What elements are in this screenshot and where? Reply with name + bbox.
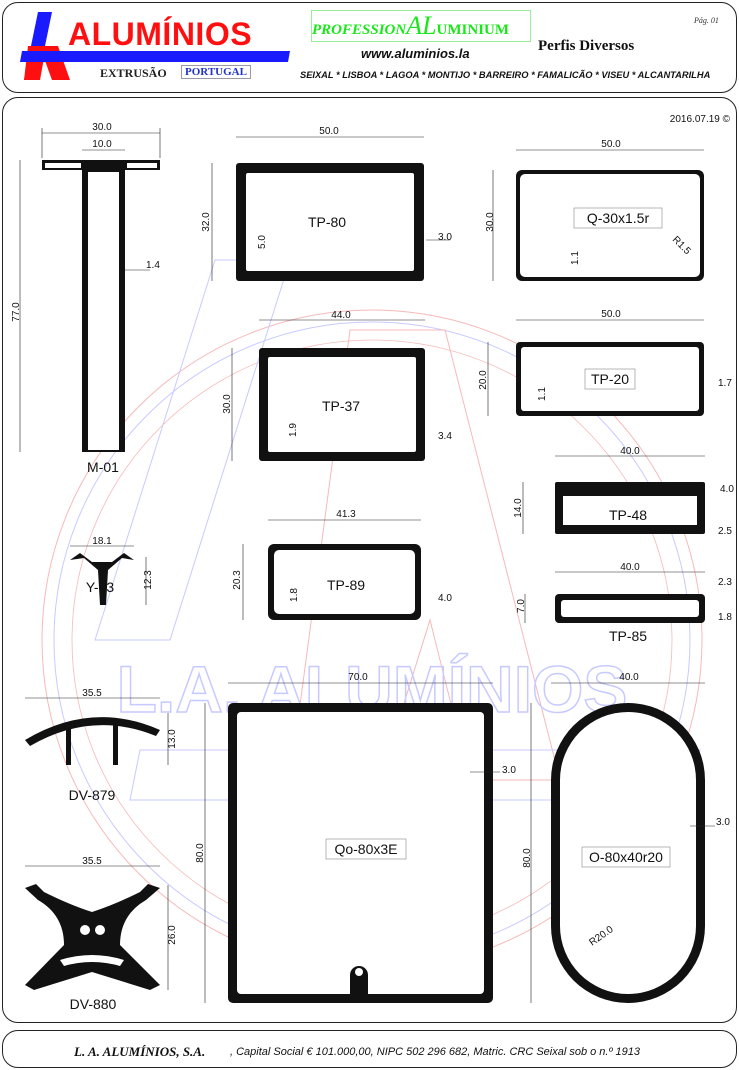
dim-height: 7.0 <box>516 599 527 613</box>
profile-qo80: 70.0 80.0 3.0 Qo-80x3E <box>195 672 516 1003</box>
dim-width: 40.0 <box>619 672 639 683</box>
dim-thickness: 3.0 <box>502 765 516 776</box>
profile-o80: 40.0 80.0 3.0 R20.0 O-80x40r20 <box>522 672 730 1003</box>
footer-details: , Capital Social € 101.000,00, NIPC 502 … <box>230 1046 641 1058</box>
dim-width: 35.5 <box>82 688 102 699</box>
dim-wall: 2.5 <box>718 526 732 537</box>
logo-subtitle: EXTRUSÃO <box>100 66 167 80</box>
dim-top-wall: 2.3 <box>718 577 732 588</box>
page-title: Perfis Diversos <box>538 38 635 54</box>
dim-height: 80.0 <box>195 843 206 863</box>
dim-inner: 10.0 <box>92 139 112 150</box>
dim-height: 77.0 <box>11 302 22 322</box>
dim-thickness: 1.4 <box>146 260 160 271</box>
profile-label: M-01 <box>87 459 119 475</box>
dim-width: 30.0 <box>92 122 112 133</box>
dim-wall: 1.8 <box>718 612 732 623</box>
drawing-date: 2016.07.19 © <box>670 114 731 125</box>
dim-height: 20.3 <box>232 570 243 590</box>
dim-height: 12.3 <box>143 570 154 590</box>
cities-list: SEIXAL * LISBOA * LAGOA * MONTIJO * BARR… <box>300 70 711 80</box>
dim-height: 80.0 <box>522 848 533 868</box>
profile-tp85: 40.0 7.0 2.3 1.8 TP-85 <box>516 562 732 644</box>
website-link[interactable]: www.aluminios.la <box>361 46 470 61</box>
dim-wall: 1.8 <box>289 588 300 602</box>
dim-width: 35.5 <box>82 856 102 867</box>
profile-label: TP-48 <box>609 507 647 523</box>
dim-thickness: 1.7 <box>718 378 732 389</box>
profile-tp89: 41.3 20.3 1.8 4.0 TP-89 <box>232 509 452 620</box>
page-number: Pág. 01 <box>694 16 719 25</box>
profession-suffix: UMINIUM <box>436 22 510 38</box>
footer-company: L. A. ALUMÍNIOS, S.A. <box>74 1044 206 1059</box>
dim-thickness: 4.0 <box>438 593 452 604</box>
dim-height: 20.0 <box>478 370 489 390</box>
dim-width: 41.3 <box>336 509 356 520</box>
profile-label: TP-89 <box>327 577 365 593</box>
profile-dv879: 35.5 13.0 DV-879 <box>25 688 178 803</box>
dim-width: 50.0 <box>601 139 621 150</box>
profession-al: AL <box>406 11 437 40</box>
dim-height: 26.0 <box>167 925 178 945</box>
dim-width: 70.0 <box>348 672 368 683</box>
dim-thickness: 3.4 <box>438 431 452 442</box>
profile-label: TP-80 <box>308 214 346 230</box>
dim-width: 40.0 <box>620 446 640 457</box>
profile-tp20: 50.0 20.0 1.1 1.7 TP-20 <box>478 309 732 416</box>
profile-label: DV-879 <box>69 787 116 803</box>
drawing-frame <box>2 97 737 1023</box>
profile-y03: 18.1 12.3 Y-03 <box>70 536 154 605</box>
footer <box>2 1030 737 1068</box>
dim-width: 44.0 <box>331 310 351 321</box>
profile-m01: 30.0 10.0 77.0 1.4 M-01 <box>11 122 160 475</box>
profession-prefix: PROFESSION <box>312 22 407 38</box>
dim-height: 14.0 <box>513 498 524 518</box>
dim-height: 13.0 <box>167 729 178 749</box>
dim-height: 32.0 <box>201 212 212 232</box>
profile-tp37: 44.0 30.0 1.9 3.4 TP-37 <box>222 310 452 461</box>
dim-thickness: 3.0 <box>438 232 452 243</box>
dim-wall: 5.0 <box>257 235 268 249</box>
dim-wall: 1.1 <box>570 251 581 265</box>
profile-q30: 50.0 30.0 1.1 R1.5 Q-30x1.5r <box>485 139 704 281</box>
dim-wall: 1.1 <box>537 387 548 401</box>
profile-label: TP-37 <box>322 398 360 414</box>
profile-label: DV-880 <box>70 996 117 1012</box>
profile-label: O-80x40r20 <box>589 849 663 865</box>
profile-label: TP-20 <box>591 371 629 387</box>
dim-width: 18.1 <box>92 536 112 547</box>
logo-country: PORTUGAL <box>181 65 251 79</box>
dim-height: 30.0 <box>485 212 496 232</box>
dim-wall: 1.9 <box>288 423 299 437</box>
logo-text: ALUMÍNIOS <box>68 16 253 52</box>
profile-tp80: 50.0 32.0 5.0 3.0 TP-80 <box>201 126 452 281</box>
profile-label: Q-30x1.5r <box>587 210 650 226</box>
profession-aluminium-banner: PROFESSIONALUMINIUM <box>311 10 531 42</box>
profile-dv880: 35.5 26.0 DV-880 <box>25 856 178 1012</box>
dim-height: 30.0 <box>222 394 233 414</box>
dim-width: 50.0 <box>319 126 339 137</box>
profile-tp48: 40.0 14.0 4.0 2.5 TP-48 <box>513 446 734 537</box>
dim-top-wall: 4.0 <box>720 484 734 495</box>
header <box>2 2 737 93</box>
company-logo <box>20 12 290 80</box>
profile-label: Y-03 <box>86 579 115 595</box>
profile-label: TP-85 <box>609 628 647 644</box>
dim-thickness: 3.0 <box>716 817 730 828</box>
dim-width: 40.0 <box>620 562 640 573</box>
profile-label: Qo-80x3E <box>334 841 397 857</box>
dim-width: 50.0 <box>601 309 621 320</box>
